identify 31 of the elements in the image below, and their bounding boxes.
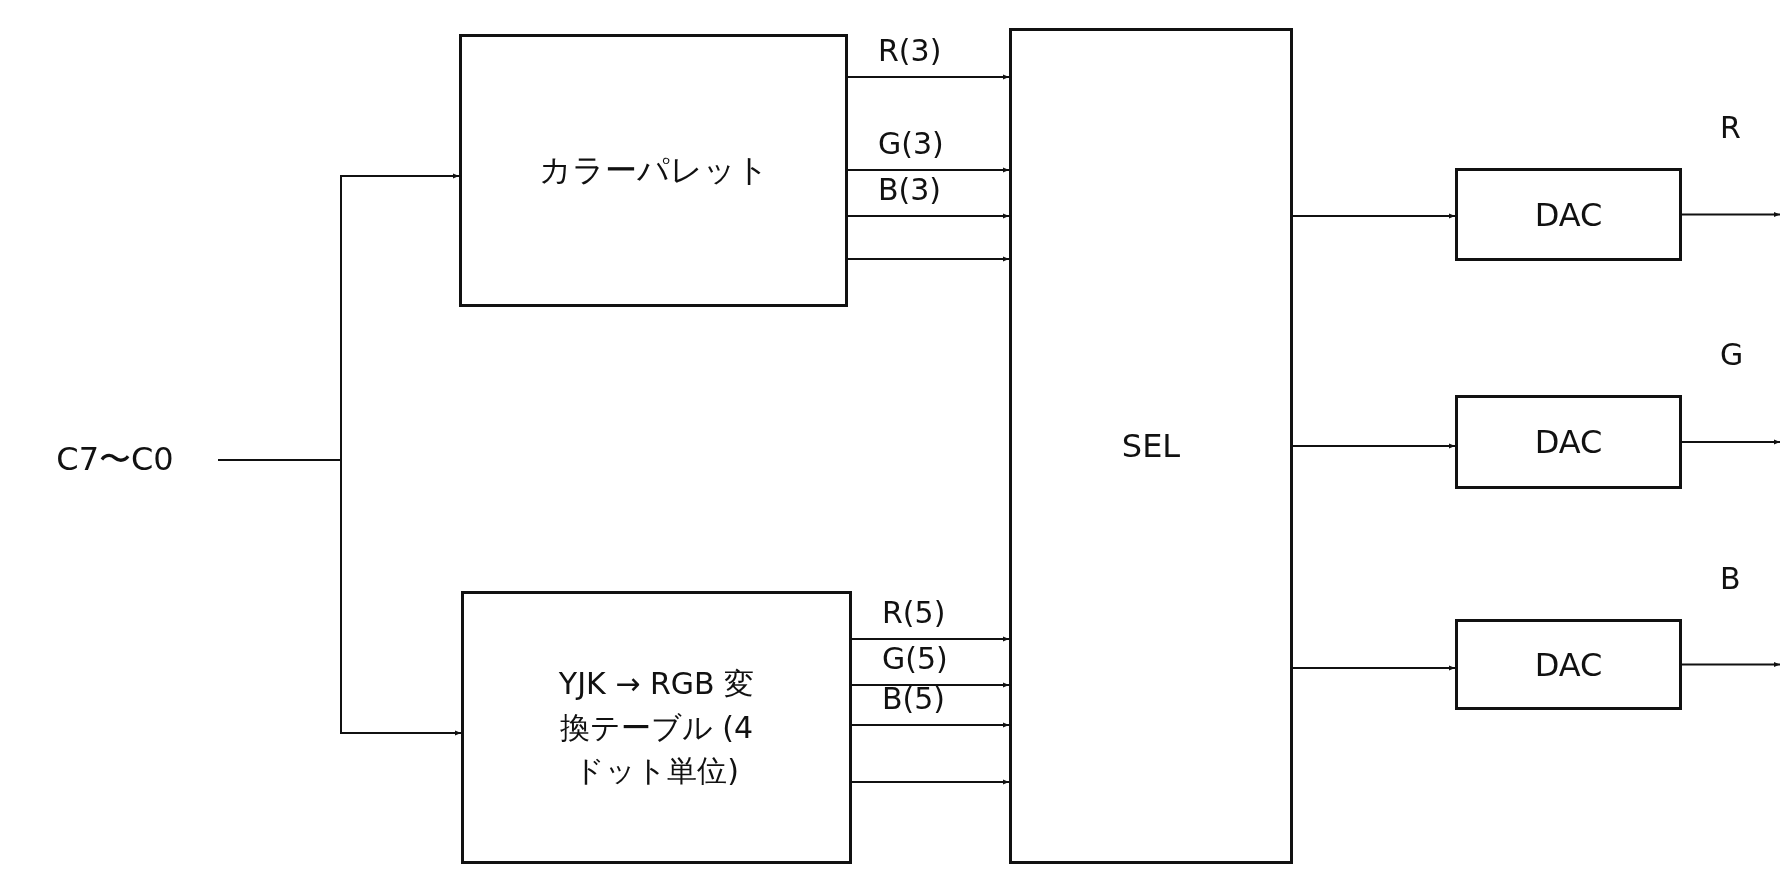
arrow (851, 636, 1010, 642)
process-box: YJK → RGB 変換テーブル (4ドット単位) (461, 591, 852, 864)
arrow (851, 779, 1010, 785)
selector-box: SEL (1009, 28, 1293, 864)
arrow (851, 682, 1010, 688)
edge-label: G(3) (878, 126, 944, 161)
signal-label: C7〜C0 (20, 435, 210, 485)
process-box: カラーパレット (459, 34, 848, 307)
edge-label: G (1720, 337, 1744, 372)
arrow (1292, 665, 1456, 671)
arrow (851, 722, 1010, 728)
arrow (217, 459, 462, 736)
edge-label: B(3) (878, 172, 942, 207)
arrow (847, 256, 1010, 262)
arrow (1292, 443, 1456, 449)
arrow (847, 213, 1010, 219)
arrow (847, 167, 1010, 173)
converter-box: DAC (1455, 619, 1682, 710)
arrow (1681, 439, 1781, 445)
edge-label: B(5) (882, 681, 946, 716)
arrow (847, 74, 1010, 80)
arrow (1681, 212, 1781, 217)
arrow (1681, 662, 1781, 667)
edge-label: R(5) (882, 595, 946, 630)
edge-label: R (1720, 110, 1741, 145)
edge-label: G(5) (882, 641, 948, 676)
converter-box: DAC (1455, 395, 1682, 489)
edge-label: R(3) (878, 33, 942, 68)
arrow (1292, 213, 1456, 219)
edge-label: B (1720, 561, 1741, 596)
converter-box: DAC (1455, 168, 1682, 261)
